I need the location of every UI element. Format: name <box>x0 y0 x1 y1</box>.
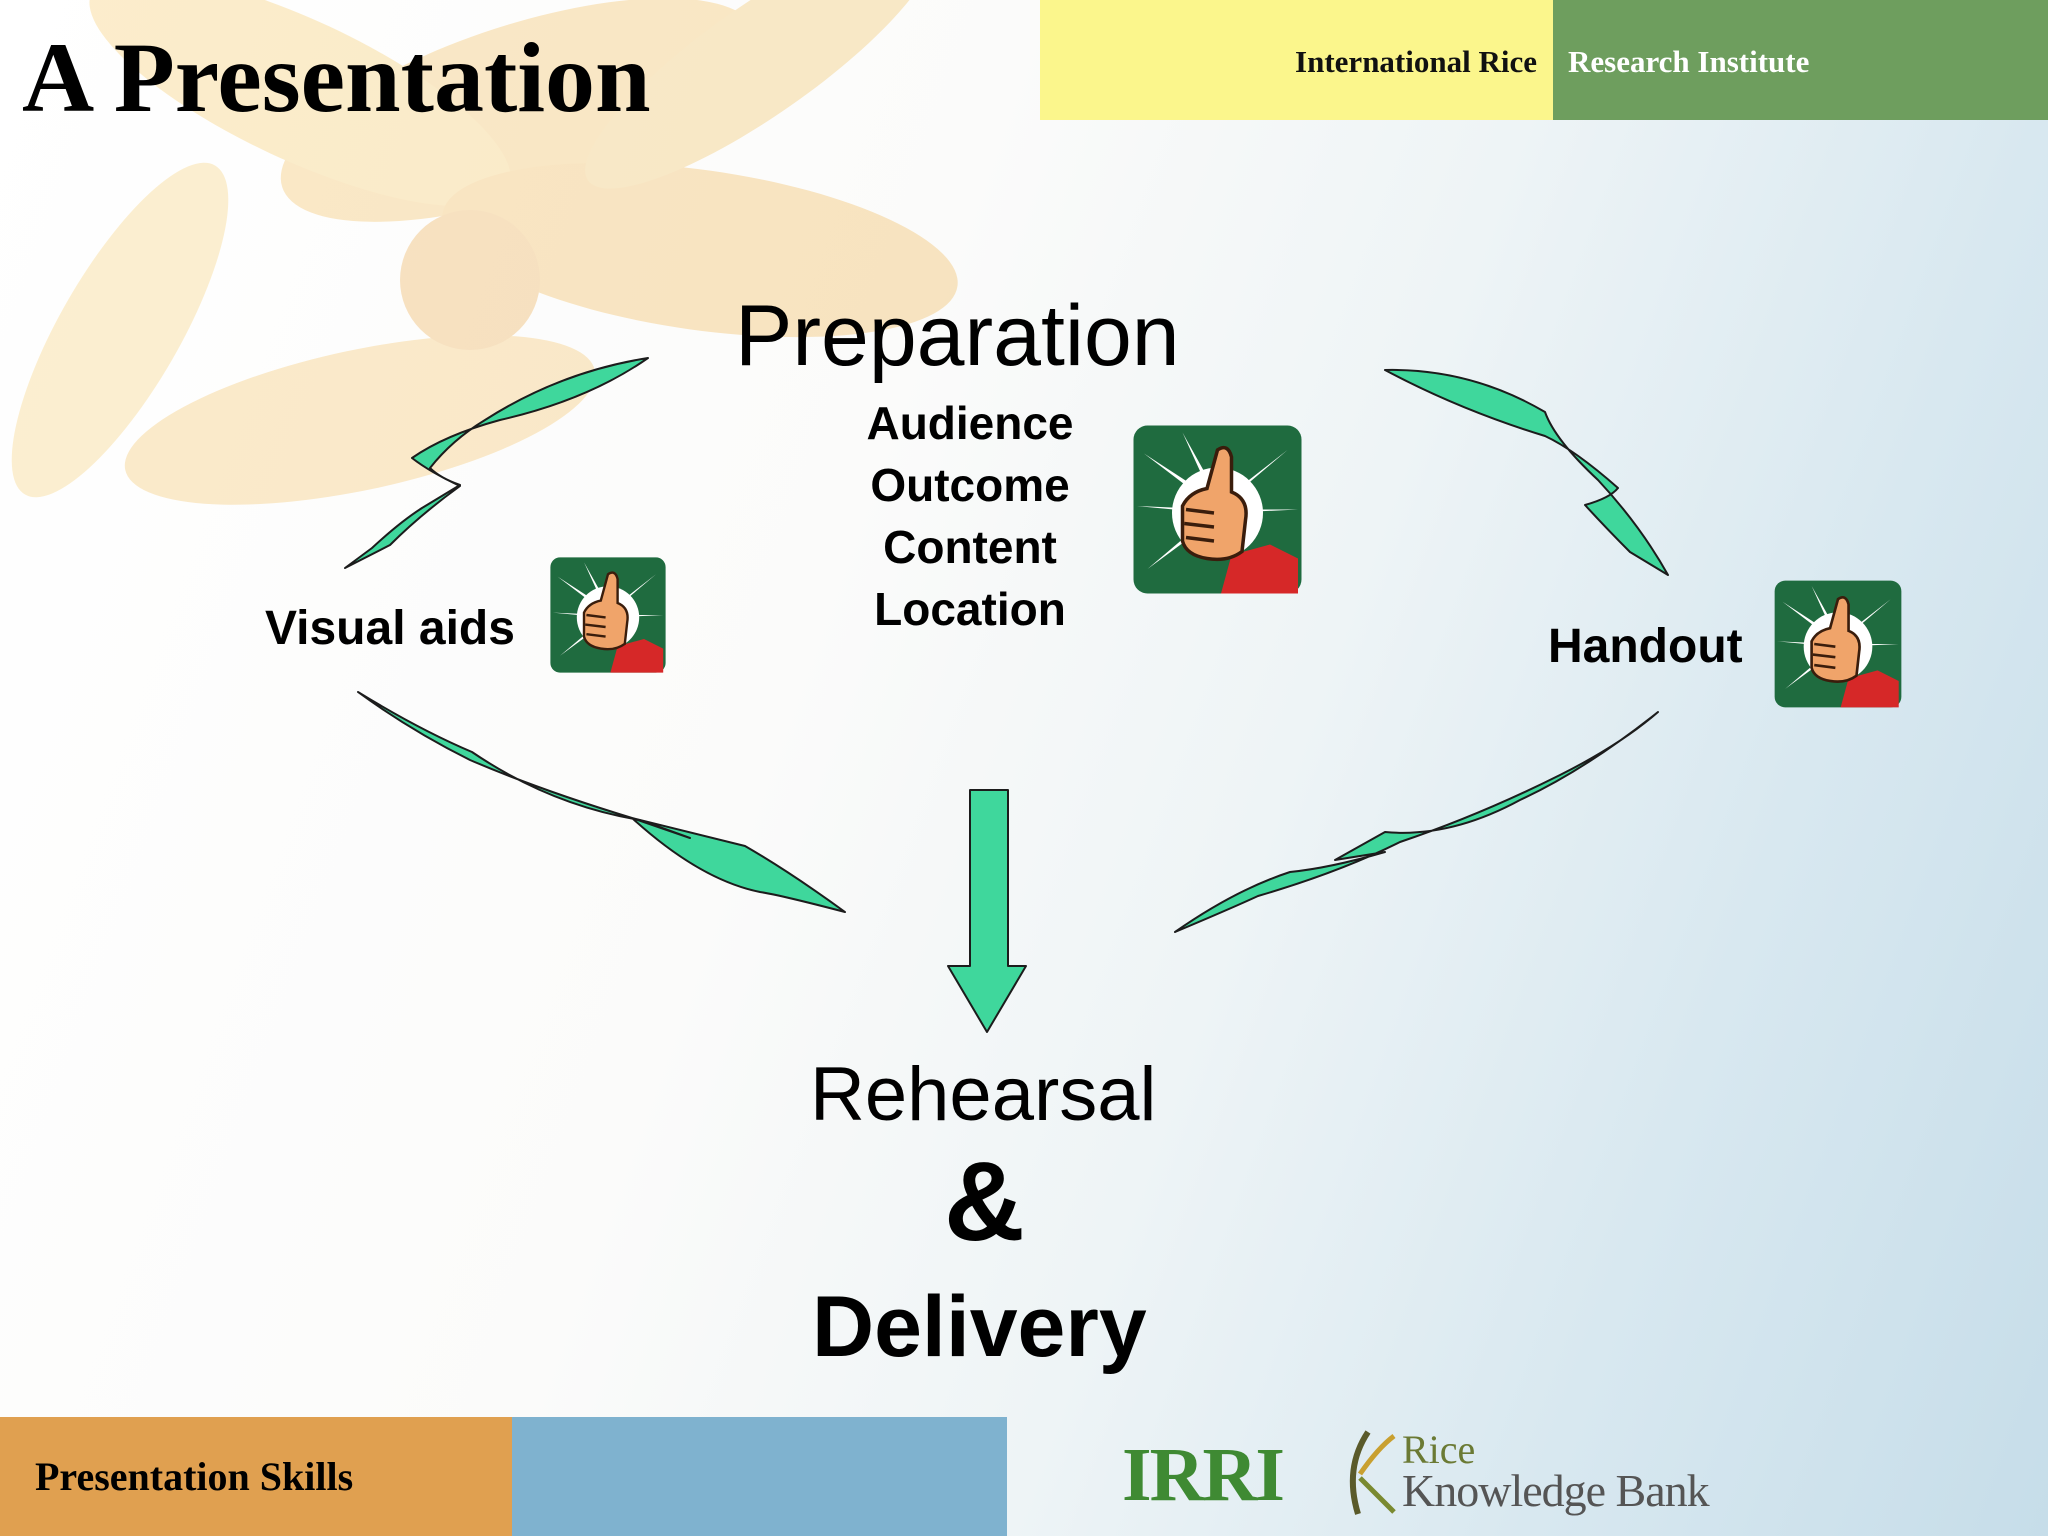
down-arrow-to-rehearsal <box>947 789 1027 1033</box>
preparation-heading: Preparation <box>735 288 1180 384</box>
header-organization-text-left: International Rice <box>1295 44 1537 79</box>
preparation-item-content: Content <box>883 521 1057 573</box>
delivery-label: Delivery <box>812 1279 1147 1375</box>
curved-arrow-visual-to-preparation <box>344 357 649 569</box>
handout-label: Handout <box>1548 620 1743 673</box>
header-band-green: Research Institute <box>1553 0 2048 120</box>
background-flower-graphic <box>11 0 958 505</box>
footer-band-blue <box>512 1417 1007 1536</box>
header-organization-text-right: Research Institute <box>1568 44 1810 79</box>
thumbs-up-icon <box>1774 580 1902 708</box>
rice-grain-icon <box>1349 1430 1396 1515</box>
footer-band-orange: Presentation Skills <box>0 1417 512 1536</box>
slide-title: A Presentation <box>22 22 651 133</box>
thumbs-up-icon <box>1133 425 1302 594</box>
footer-course-title: Presentation Skills <box>35 1454 354 1499</box>
preparation-item-outcome: Outcome <box>870 459 1070 511</box>
curved-arrow-visual-to-rehearsal <box>357 691 846 913</box>
irri-logo: IRRI <box>1122 1433 1285 1517</box>
header-band-yellow: International Rice <box>1040 0 1553 120</box>
preparation-item-audience: Audience <box>866 397 1074 449</box>
rkb-logo-knowledge-bank-text: Knowledge Bank <box>1402 1465 1710 1516</box>
thumbs-up-icon <box>550 557 666 673</box>
ampersand: & <box>944 1139 1025 1264</box>
rkb-logo-rice-text: Rice <box>1402 1427 1476 1472</box>
preparation-item-location: Location <box>874 583 1066 635</box>
visual-aids-label: Visual aids <box>265 602 515 655</box>
curved-arrow-preparation-to-handout <box>1384 368 1669 576</box>
rehearsal-label: Rehearsal <box>810 1052 1157 1137</box>
curved-arrow-handout-to-rehearsal <box>1174 711 1659 933</box>
preparation-items: Audience Outcome Content Location <box>830 392 1110 640</box>
rice-knowledge-bank-logo: Rice Knowledge Bank <box>1338 1422 1718 1522</box>
